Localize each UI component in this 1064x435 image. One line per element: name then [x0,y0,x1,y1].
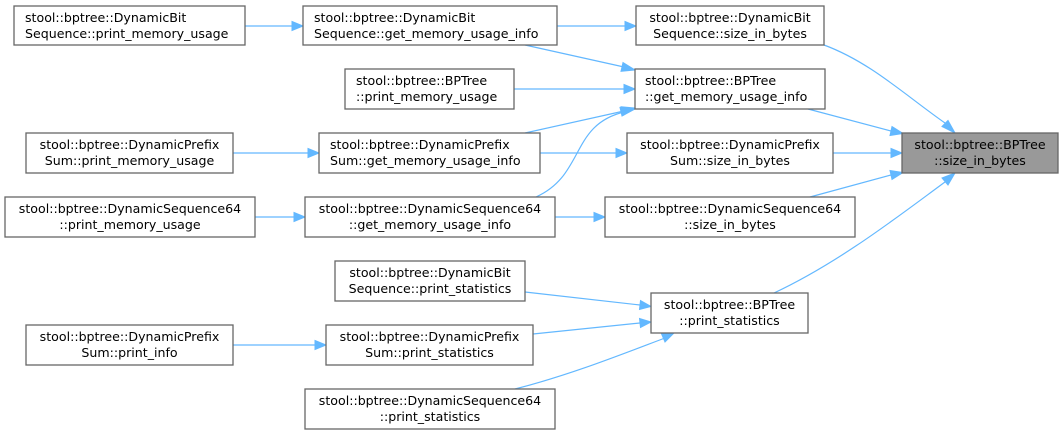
node-label-line: stool::bptree::DynamicPrefix [340,329,520,344]
edge [524,44,637,72]
node-label-line: Sum::size_in_bytes [670,153,790,168]
graph-node[interactable]: stool::bptree::DynamicPrefix Sum::print_… [325,324,534,366]
edge [823,44,957,135]
node-label-line: stool::bptree::DynamicSequence64 [319,393,541,408]
node-label-line: stool::bptree::DynamicPrefix [330,137,510,152]
graph-node[interactable]: stool::bptree::BPTree ::print_memory_usa… [344,68,515,110]
edge [532,317,653,335]
graph-node[interactable]: stool::bptree::DynamicPrefix Sum::size_i… [626,132,834,174]
edges [233,20,957,390]
node-label-line: Sequence::print_memory_usage [25,26,229,41]
node-label-line: Sum::get_memory_usage_info [330,153,521,168]
node-label-line: ::print_statistics [380,409,481,424]
node-label-line: stool::bptree::DynamicBit [349,265,510,280]
node-label-line: Sequence::print_statistics [349,281,512,296]
graph-node[interactable]: stool::bptree::DynamicBit Sequence::prin… [334,260,526,302]
edge [557,20,638,32]
node-label-line: stool::bptree::DynamicBit [649,10,810,25]
edge [514,332,676,390]
graph-node[interactable]: stool::bptree::BPTree ::print_statistics [650,292,809,334]
edge [773,172,957,294]
graph-node[interactable]: stool::bptree::BPTree ::get_memory_usage… [634,68,826,110]
edge [233,339,328,351]
node-label-line: ::get_memory_usage_info [349,217,512,232]
node-label-line: stool::bptree::DynamicPrefix [40,137,220,152]
node-label-line: ::get_memory_usage_info [645,89,808,104]
node-label-line: ::size_in_bytes [684,217,776,232]
edge [540,147,629,159]
edge [245,20,305,32]
edge [514,83,637,95]
edge [524,106,637,134]
node-label-line: ::size_in_bytes [934,153,1026,168]
node-label-line: Sum::print_memory_usage [45,153,215,168]
node-label-line: stool::bptree::BPTree [645,73,776,88]
edge [233,147,321,159]
edge [807,108,905,137]
node-label-line: stool::bptree::DynamicSequence64 [319,201,541,216]
node-label-line: stool::bptree::BPTree [914,137,1045,152]
node-label-line: Sequence::size_in_bytes [653,26,807,41]
graph-node[interactable]: stool::bptree::DynamicSequence64 ::print… [4,196,256,238]
node-label-line: Sum::print_statistics [365,345,494,360]
node-label-line: stool::bptree::DynamicPrefix [640,137,820,152]
graph-node[interactable]: stool::bptree::DynamicPrefix Sum::get_me… [318,132,541,174]
edge [809,169,905,198]
node-label-line: ::print_memory_usage [59,217,201,232]
node-label-line: stool::bptree::DynamicSequence64 [19,201,241,216]
nodes: stool::bptree::DynamicBit Sequence::prin… [4,5,1059,430]
graph-node[interactable]: stool::bptree::DynamicSequence64 ::size_… [604,196,856,238]
graph-node[interactable]: stool::bptree::DynamicPrefix Sum::print_… [25,324,234,366]
node-label-line: ::print_statistics [679,313,780,328]
edge [555,211,607,223]
graph-node[interactable]: stool::bptree::DynamicBit Sequence::size… [635,5,825,46]
node-label-line: stool::bptree::BPTree [356,73,487,88]
target-node[interactable]: stool::bptree::BPTree ::size_in_bytes [901,132,1059,174]
node-label-line: stool::bptree::DynamicPrefix [40,329,220,344]
edge [255,211,307,223]
node-label-line: stool::bptree::DynamicSequence64 [619,201,841,216]
graph-node[interactable]: stool::bptree::DynamicPrefix Sum::print_… [25,132,234,174]
node-label-line: Sum::print_info [81,345,178,360]
graph-node[interactable]: stool::bptree::DynamicSequence64 ::get_m… [304,196,556,238]
node-label-line: Sequence::get_memory_usage_info [314,26,539,41]
graph-node[interactable]: stool::bptree::DynamicBit Sequence::get_… [302,5,558,46]
node-label-line: stool::bptree::DynamicBit [25,10,186,25]
graph-node[interactable]: stool::bptree::DynamicBit Sequence::prin… [13,5,246,46]
edge [524,291,653,311]
node-label-line: stool::bptree::BPTree [664,297,795,312]
node-label-line: stool::bptree::DynamicBit [314,10,475,25]
edge [535,106,637,198]
graph-node[interactable]: stool::bptree::DynamicSequence64 ::print… [304,388,556,430]
node-label-line: ::print_memory_usage [356,89,498,104]
edge [833,147,904,159]
